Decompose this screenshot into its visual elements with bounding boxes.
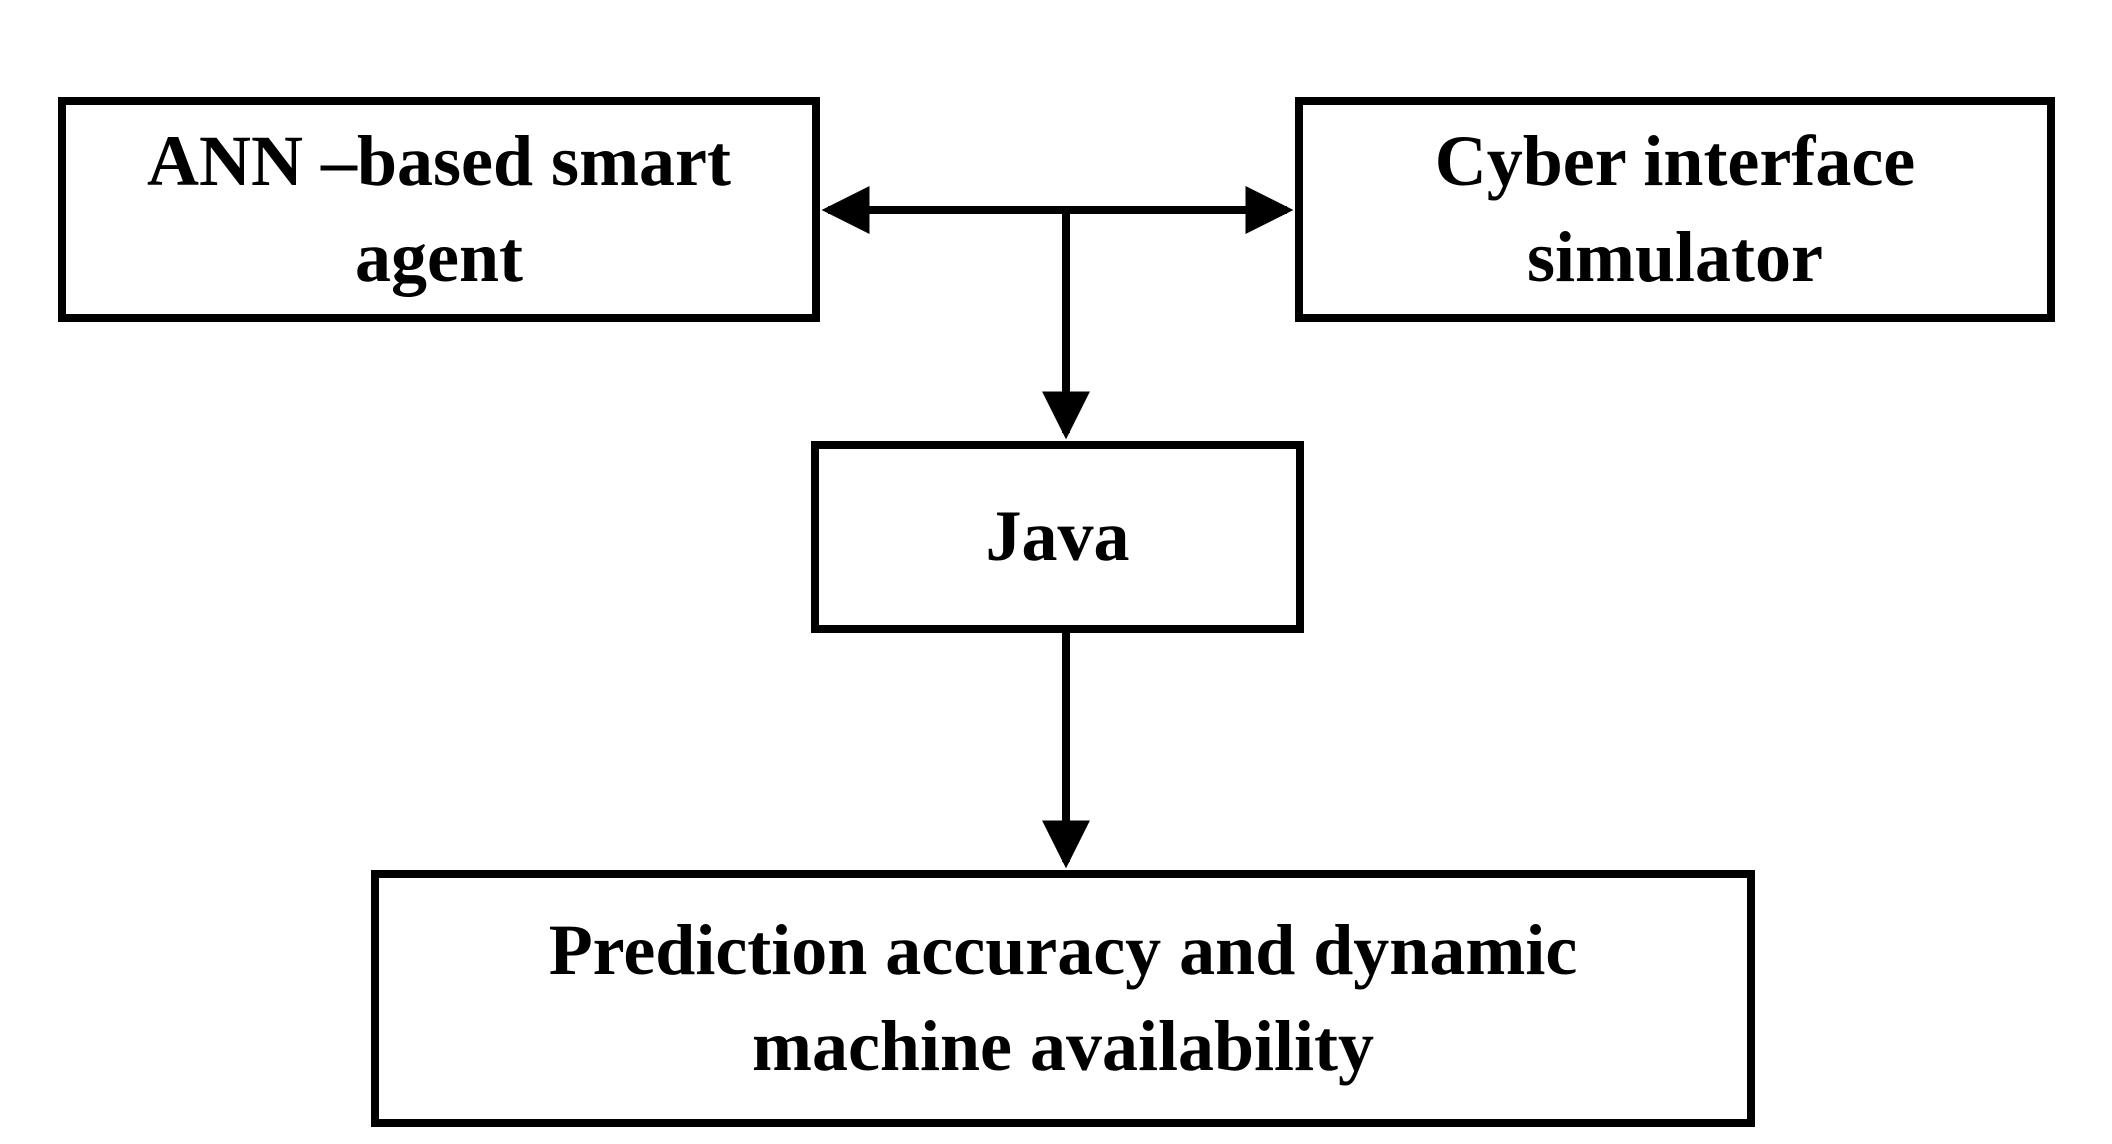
java-label: Java: [985, 496, 1130, 577]
prediction-accuracy-label-line-2: machine availability: [751, 1005, 1375, 1086]
ann-smart-agent-label-line-2: agent: [355, 216, 523, 297]
ann-smart-agent-box: ANN –based smart agent: [58, 97, 820, 322]
java-box: Java: [811, 441, 1304, 633]
cyber-interface-simulator-box: Cyber interface simulator: [1295, 97, 2055, 322]
cyber-interface-simulator-label-line-1: Cyber interface: [1434, 120, 1916, 201]
cyber-interface-simulator-label-line-2: simulator: [1527, 216, 1823, 297]
ann-smart-agent-label-line-1: ANN –based smart: [147, 120, 731, 201]
prediction-accuracy-label-line-1: Prediction accuracy and dynamic: [548, 909, 1578, 990]
prediction-accuracy-box: Prediction accuracy and dynamic machine …: [371, 870, 1755, 1127]
